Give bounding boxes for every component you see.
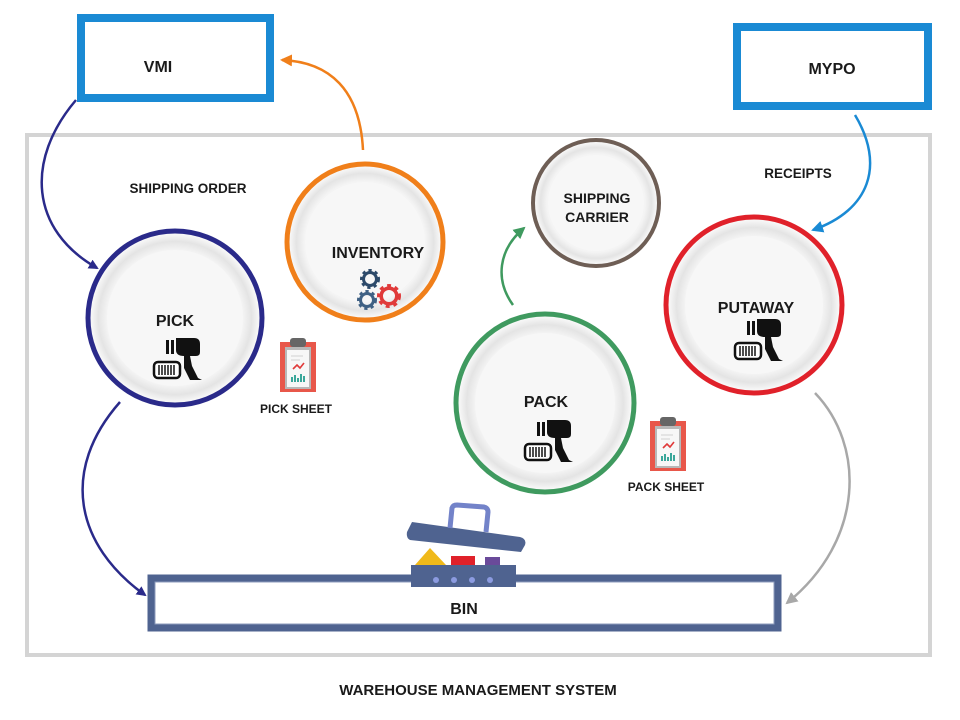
pick-sheet-label: PICK SHEET (260, 402, 333, 416)
pack-label: PACK (524, 394, 569, 411)
inventory-label: INVENTORY (332, 245, 425, 262)
flow-pick-to-bin (81, 401, 147, 597)
shipping-order-label: SHIPPING ORDER (129, 181, 246, 196)
shipping-carrier-label-line2: CARRIER (565, 209, 629, 225)
clipboard-icon (279, 337, 317, 393)
node-putaway[interactable]: PUTAWAY (663, 214, 845, 396)
flow-inventory-to-vmi (280, 54, 365, 151)
flow-pack-to-shipping-carrier (500, 226, 526, 306)
mypo-box[interactable]: MYPO (733, 23, 932, 110)
vmi-box[interactable]: VMI (77, 14, 274, 102)
vmi-label: VMI (144, 59, 172, 76)
pick-sheet[interactable]: PICK SHEET (260, 337, 333, 416)
node-shipping-carrier[interactable]: SHIPPING CARRIER (531, 138, 661, 268)
mypo-label: MYPO (808, 61, 855, 78)
pack-sheet-label: PACK SHEET (628, 480, 705, 494)
wms-frame (25, 133, 932, 657)
node-inventory[interactable]: INVENTORY (284, 161, 446, 323)
node-pack[interactable]: PACK (453, 311, 637, 495)
node-pick[interactable]: PICK (85, 228, 265, 408)
pick-label: PICK (156, 313, 195, 330)
flow-vmi-to-pick (40, 99, 99, 270)
diagram-title: WAREHOUSE MANAGEMENT SYSTEM (339, 682, 617, 699)
bin[interactable]: BIN (147, 502, 782, 632)
clipboard-icon (649, 416, 687, 472)
bin-label: BIN (450, 601, 478, 618)
flow-mypo-to-putaway (811, 114, 872, 233)
pack-sheet[interactable]: PACK SHEET (628, 416, 705, 494)
toolbox-icon (406, 502, 526, 587)
flow-putaway-to-bin (785, 392, 851, 605)
putaway-label: PUTAWAY (718, 300, 795, 317)
shipping-carrier-label-line1: SHIPPING (564, 190, 631, 206)
receipts-label: RECEIPTS (764, 166, 832, 181)
